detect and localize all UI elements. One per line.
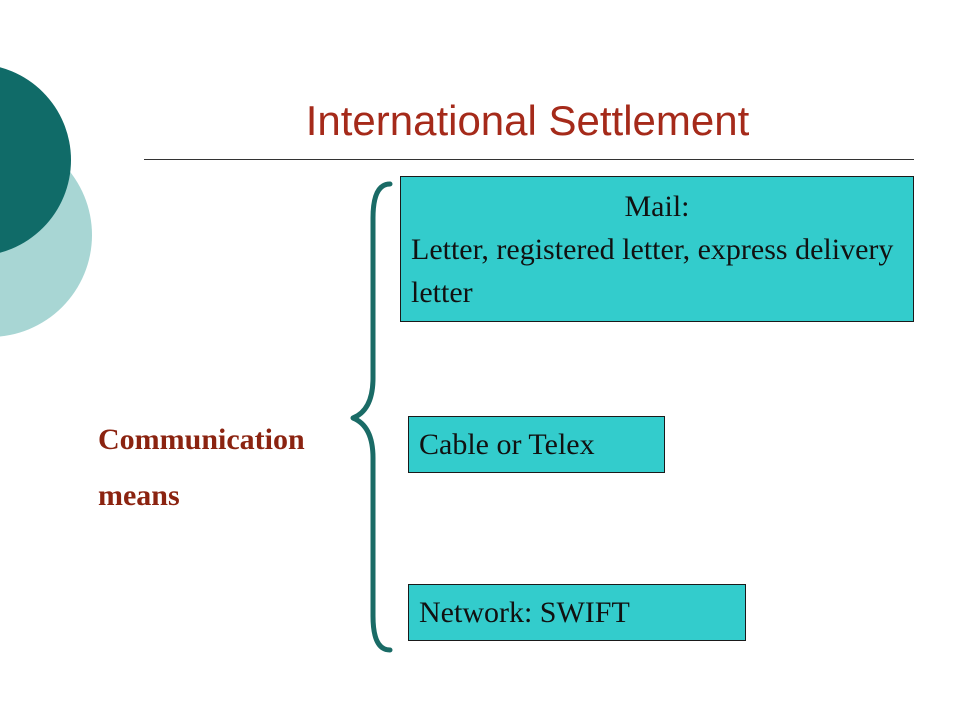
mail-box: Mail: Letter, registered letter, express… xyxy=(400,176,914,322)
cable-telex-text: Cable or Telex xyxy=(419,428,595,461)
root-label: Communication means xyxy=(98,412,305,524)
root-label-line-1: Communication xyxy=(98,423,305,456)
dark-circle xyxy=(0,67,71,253)
cable-telex-box: Cable or Telex xyxy=(408,416,665,473)
mail-description: Letter, registered letter, express deliv… xyxy=(411,233,894,309)
decorative-circles xyxy=(0,67,92,337)
title-divider xyxy=(144,159,914,160)
network-swift-text: Network: SWIFT xyxy=(419,596,630,629)
slide-title: International Settlement xyxy=(305,97,750,144)
network-swift-box: Network: SWIFT xyxy=(408,584,746,641)
root-label-line-2: means xyxy=(98,479,180,512)
curly-brace-icon xyxy=(350,181,393,653)
mail-heading: Mail: xyxy=(624,190,690,223)
